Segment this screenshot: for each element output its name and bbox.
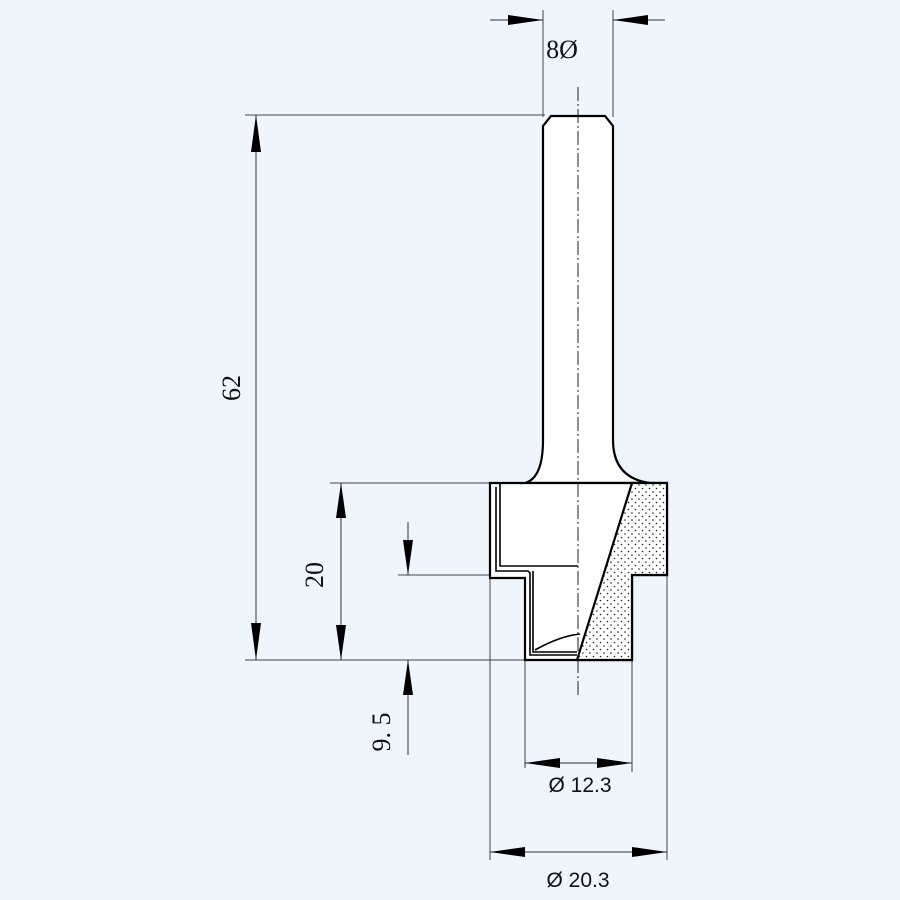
inner-diameter-dimension <box>524 660 633 772</box>
arrow-icon <box>251 623 261 660</box>
shank <box>524 114 651 485</box>
bottom-arc <box>534 633 581 651</box>
carbide-insert <box>575 481 669 662</box>
shank-diameter-dimension <box>490 10 665 117</box>
head-height-label: 20 <box>300 562 329 588</box>
arrow-icon <box>597 758 632 768</box>
inner-step-line <box>532 571 577 653</box>
arrow-icon <box>632 847 667 857</box>
shank-diameter-label: 8Ø <box>546 35 578 64</box>
arrow-icon <box>613 15 648 25</box>
step-height-label: 9. 5 <box>367 713 396 752</box>
head-height-dimension <box>330 482 492 660</box>
pocket-outline <box>499 483 578 567</box>
arrow-icon <box>336 625 346 660</box>
arrow-icon <box>525 758 560 768</box>
arrow-icon <box>403 540 413 575</box>
arrow-icon <box>508 15 543 25</box>
inner-diameter-label: Ø 12.3 <box>548 774 611 797</box>
overall-length-label: 62 <box>217 375 246 401</box>
overall-length-dimension <box>245 114 545 661</box>
arrow-icon <box>251 115 261 152</box>
arrow-icon <box>490 847 525 857</box>
arrow-icon <box>403 660 413 695</box>
inner-step <box>495 487 577 656</box>
outer-diameter-label: Ø 20.3 <box>546 869 609 892</box>
arrow-icon <box>336 483 346 518</box>
